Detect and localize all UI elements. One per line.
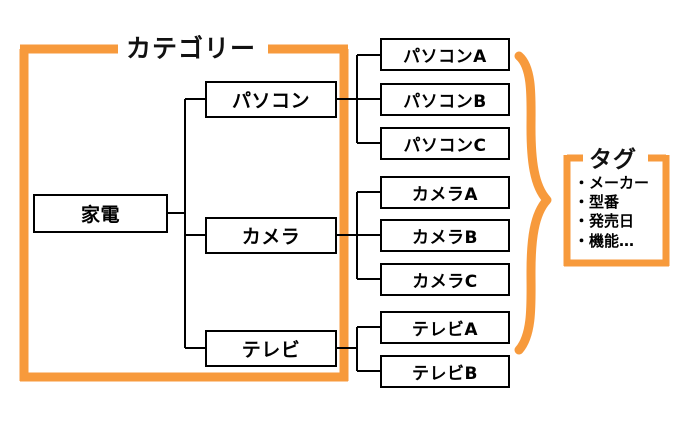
node-product-terebi-b[interactable]: テレビB [380, 355, 510, 388]
node-category-pasokon[interactable]: パソコン [205, 81, 337, 118]
node-product-label: テレビB [412, 364, 478, 384]
tag-list-item: ・型番 [574, 193, 620, 212]
node-category-label: パソコン [231, 90, 310, 112]
node-root-label: 家電 [80, 204, 120, 226]
node-category-label: テレビ [241, 339, 301, 361]
tag-list-item: ・発売日 [574, 212, 635, 231]
node-category-terebi[interactable]: テレビ [205, 330, 337, 367]
node-product-label: テレビA [411, 320, 479, 340]
node-product-label: パソコンB [403, 92, 487, 112]
products-brace [514, 51, 552, 355]
pc-to-product-connectors [337, 54, 380, 144]
camera-to-product-connectors [337, 191, 380, 280]
node-product-camera-b[interactable]: カメラB [380, 219, 510, 252]
root-to-category-connectors [168, 98, 205, 349]
node-product-label: カメラC [412, 272, 478, 292]
node-product-label: カメラB [412, 228, 478, 248]
node-category-label: カメラ [241, 226, 301, 248]
node-product-label: パソコンA [403, 47, 487, 67]
tv-to-product-connectors [337, 326, 380, 372]
node-category-camera[interactable]: カメラ [205, 217, 337, 254]
node-product-label: カメラA [411, 185, 479, 205]
node-product-camera-c[interactable]: カメラC [380, 263, 510, 296]
node-product-pasokon-c[interactable]: パソコンC [380, 127, 510, 160]
node-product-label: パソコンC [403, 136, 487, 156]
node-product-pasokon-a[interactable]: パソコンA [380, 38, 510, 71]
node-root-kaden[interactable]: 家電 [33, 194, 168, 233]
node-product-pasokon-b[interactable]: パソコンB [380, 83, 510, 116]
tag-panel-list: ・メーカー ・型番 ・発売日 ・機能… [574, 174, 649, 251]
tag-panel-title: タグ [583, 140, 643, 174]
category-frame-title: カテゴリー [118, 29, 265, 65]
tag-list-item: ・機能… [574, 231, 635, 250]
tag-list-item: ・メーカー [574, 174, 650, 192]
tag-panel-frame [563, 154, 670, 267]
node-product-camera-a[interactable]: カメラA [380, 176, 510, 209]
category-frame [19, 44, 349, 382]
node-product-terebi-a[interactable]: テレビA [380, 311, 510, 344]
